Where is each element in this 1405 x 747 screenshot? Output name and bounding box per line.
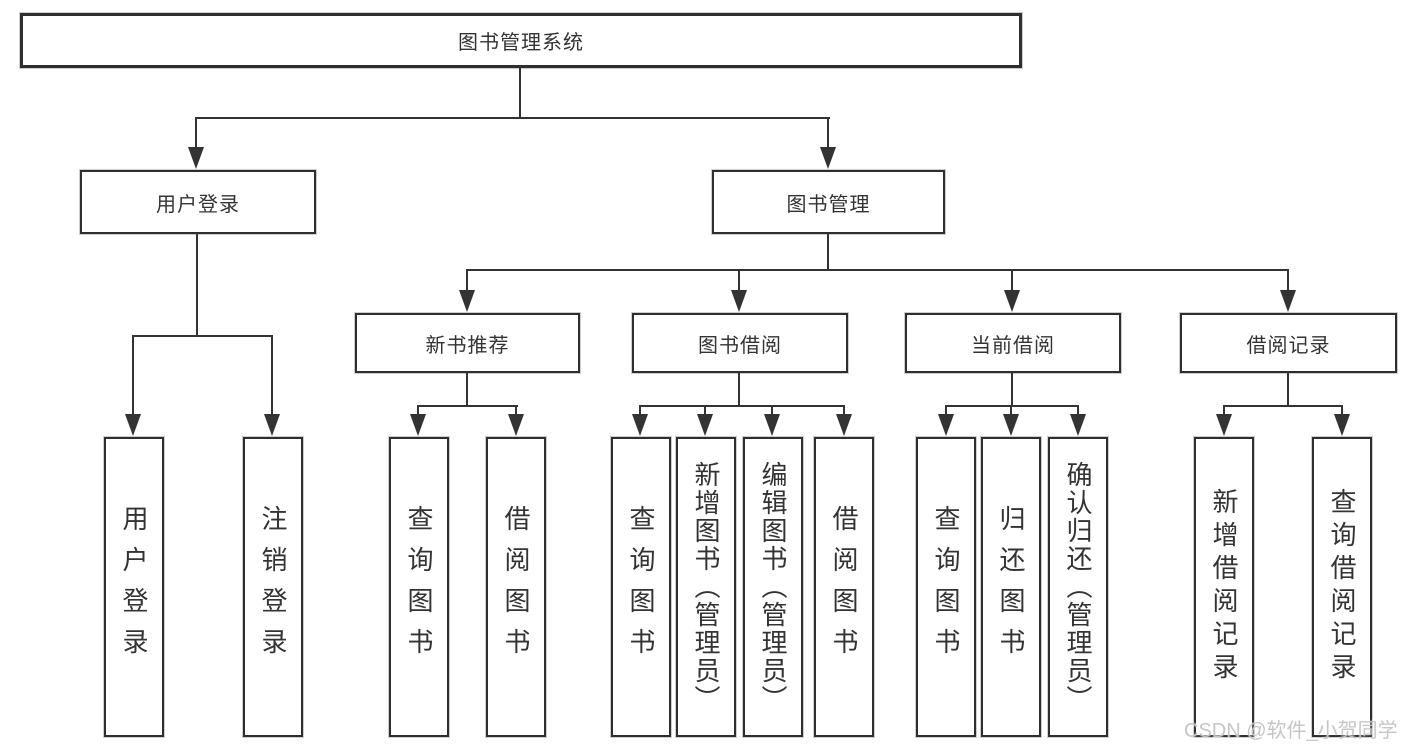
connector-line [132, 335, 273, 337]
leaf-user-login: 用户登录 [104, 437, 164, 737]
connector-line [843, 405, 845, 417]
leaf-label: 归还图书 [996, 505, 1026, 669]
arrow-down-icon [632, 414, 648, 436]
connector-line [466, 269, 1289, 271]
leaf-label: 编辑图书︵管理员︶ [758, 461, 788, 713]
arrow-down-icon [731, 290, 747, 312]
arrow-down-icon [508, 414, 524, 436]
node-book-management-label: 图书管理 [786, 193, 871, 216]
node-root: 图书管理系统 [20, 13, 1022, 68]
arrow-down-icon [264, 414, 280, 436]
leaf-label: 新增借阅记录 [1209, 488, 1239, 686]
connector-line [1341, 405, 1343, 417]
node-borrow-records: 借阅记录 [1180, 313, 1397, 373]
leaf-confirm-return-admin: 确认归还︵管理员︶ [1048, 437, 1108, 737]
connector-line [945, 405, 947, 417]
arrow-down-icon [764, 414, 780, 436]
arrow-down-icon [125, 414, 141, 436]
node-user-login-label: 用户登录 [156, 193, 240, 216]
csdn-watermark: CSDN @软件_小贺同学 [1184, 720, 1398, 742]
connector-line [466, 269, 468, 294]
leaf-label: 借阅图书 [829, 505, 859, 669]
arrow-down-icon [188, 147, 204, 169]
connector-line [1223, 405, 1225, 417]
arrow-down-icon [1280, 290, 1296, 312]
connector-line [827, 233, 829, 271]
leaf-query-books-current: 查询图书 [916, 437, 976, 737]
connector-line [466, 371, 468, 407]
connector-line [195, 117, 197, 150]
connector-line [1077, 405, 1079, 417]
connector-line [271, 335, 273, 417]
node-current-borrow-label: 当前借阅 [971, 334, 1055, 357]
connector-line [417, 405, 419, 417]
leaf-query-books-borrow: 查询图书 [611, 437, 671, 737]
arrow-down-icon [938, 414, 954, 436]
connector-line [132, 335, 134, 417]
connector-line [519, 66, 521, 118]
connector-line [1011, 269, 1013, 294]
leaf-add-borrow-record: 新增借阅记录 [1194, 437, 1254, 737]
connector-line [195, 117, 830, 119]
leaf-label: 查询借阅记录 [1327, 488, 1357, 686]
connector-line [1223, 405, 1343, 407]
arrow-down-icon [697, 414, 713, 436]
leaf-label: 借阅图书 [501, 505, 531, 669]
connector-line [639, 405, 641, 417]
leaf-return-books: 归还图书 [981, 437, 1041, 737]
connector-line [738, 371, 740, 407]
node-borrow-records-label: 借阅记录 [1246, 334, 1331, 357]
node-user-login: 用户登录 [80, 170, 316, 234]
leaf-label: 确认归还︵管理员︶ [1063, 461, 1093, 713]
connector-line [827, 117, 829, 150]
connector-line [417, 405, 518, 407]
connector-line [945, 405, 1079, 407]
arrow-down-icon [459, 290, 475, 312]
leaf-query-books-recommend: 查询图书 [389, 437, 449, 737]
connector-line [1287, 269, 1289, 294]
connector-line [704, 405, 706, 417]
leaf-label: 新增图书︵管理员︶ [691, 461, 721, 713]
arrow-down-icon [1003, 414, 1019, 436]
leaf-label: 用户登录 [119, 505, 149, 669]
connector-line [639, 405, 845, 407]
leaf-borrow-books: 借阅图书 [814, 437, 874, 737]
node-book-management: 图书管理 [712, 170, 945, 234]
leaf-label: 查询图书 [931, 505, 961, 669]
node-book-borrow-label: 图书借阅 [698, 334, 782, 357]
node-current-borrow: 当前借阅 [905, 313, 1121, 373]
leaf-label: 查询图书 [404, 505, 434, 669]
connector-line [196, 233, 198, 337]
arrow-down-icon [1070, 414, 1086, 436]
arrow-down-icon [836, 414, 852, 436]
leaf-logout: 注销登录 [243, 437, 303, 737]
node-book-borrow: 图书借阅 [632, 313, 848, 373]
connector-line [1010, 405, 1012, 417]
arrow-down-icon [820, 147, 836, 169]
connector-line [1287, 371, 1289, 407]
leaf-label: 查询图书 [626, 505, 656, 669]
connector-line [515, 405, 517, 417]
connector-line [771, 405, 773, 417]
connector-line [738, 269, 740, 294]
leaf-edit-books-admin: 编辑图书︵管理员︶ [743, 437, 803, 737]
arrow-down-icon [1334, 414, 1350, 436]
arrow-down-icon [1004, 290, 1020, 312]
leaf-query-borrow-record: 查询借阅记录 [1312, 437, 1372, 737]
leaf-add-books-admin: 新增图书︵管理员︶ [676, 437, 736, 737]
connector-line [1011, 371, 1013, 407]
node-new-book-recommend: 新书推荐 [355, 313, 580, 373]
arrow-down-icon [1216, 414, 1232, 436]
node-new-book-recommend-label: 新书推荐 [425, 334, 510, 357]
node-root-label: 图书管理系统 [458, 32, 584, 54]
leaf-label: 注销登录 [258, 505, 288, 669]
leaf-borrow-books-recommend: 借阅图书 [486, 437, 546, 737]
arrow-down-icon [410, 414, 426, 436]
